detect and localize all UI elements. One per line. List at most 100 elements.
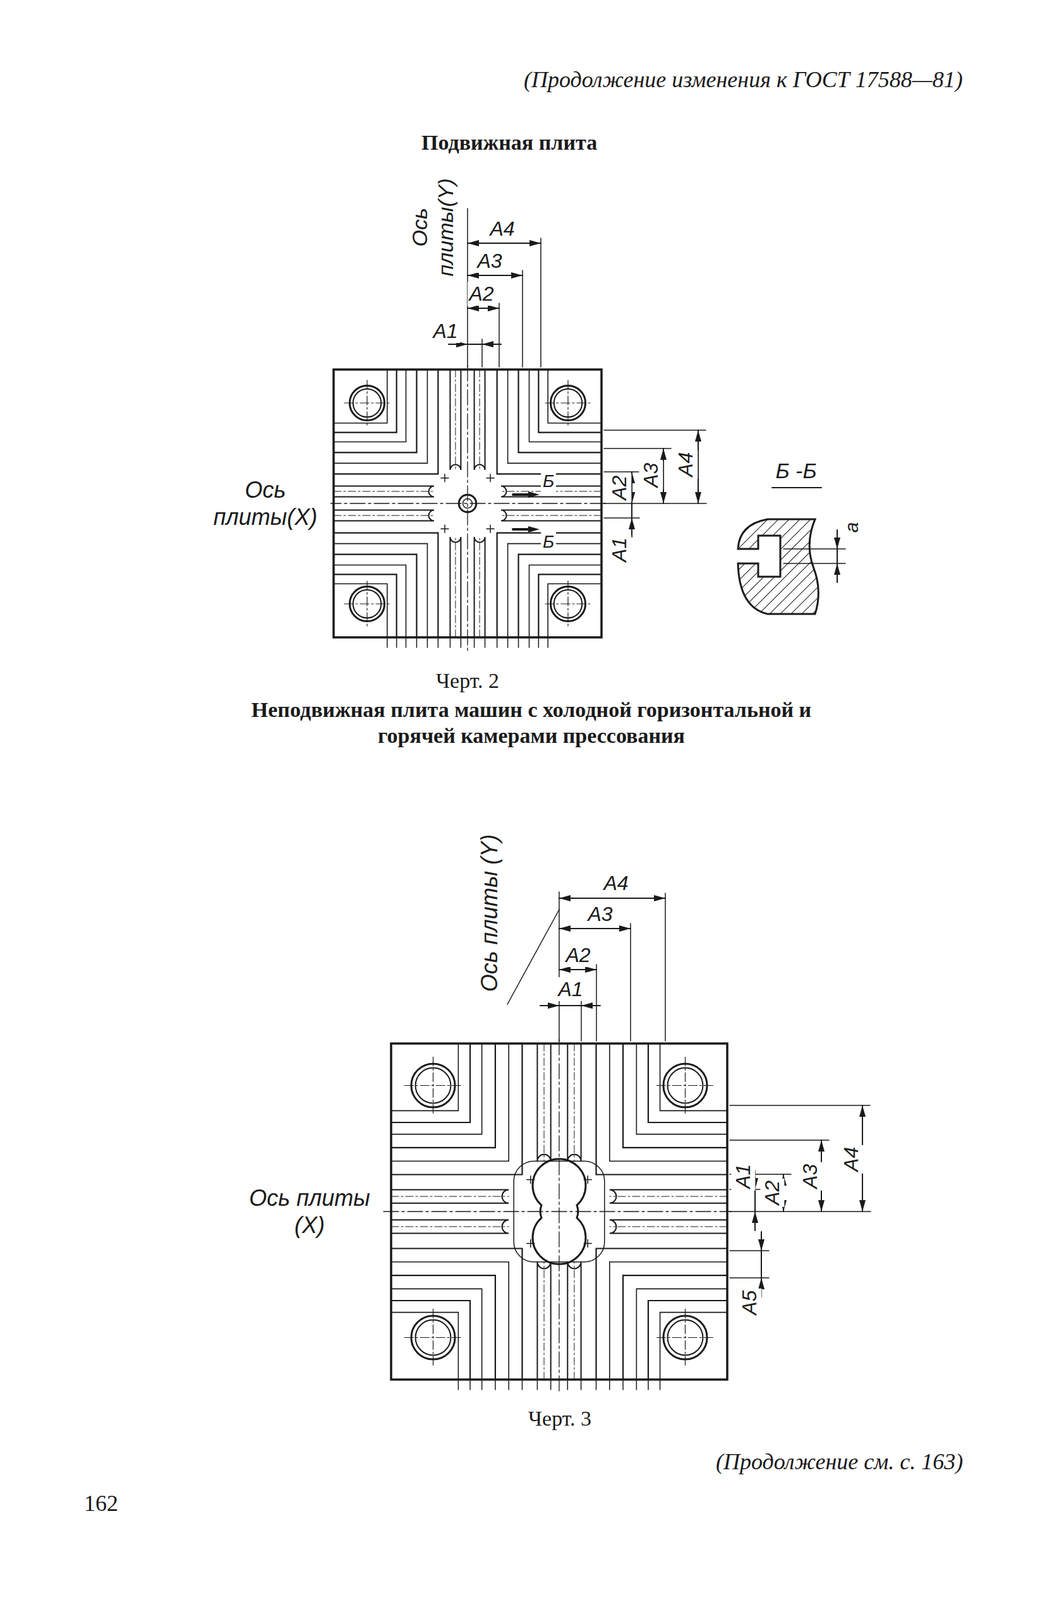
groove-tick <box>521 1379 524 1391</box>
t-slot-groove <box>333 369 417 453</box>
groove-tick <box>473 637 476 648</box>
plus-mark <box>586 1175 589 1184</box>
center-line <box>333 515 435 517</box>
figure-title: Подвижная плита <box>419 130 599 157</box>
groove-tick <box>622 1379 624 1391</box>
dimension-arrow <box>660 492 667 504</box>
injection-opening <box>532 1159 586 1265</box>
t-slot-groove <box>391 1312 459 1380</box>
t-slot-groove <box>333 554 417 638</box>
extension-line <box>729 1105 871 1107</box>
axis-label: Ось плиты(Y) <box>406 171 459 284</box>
t-slot-groove <box>518 369 602 453</box>
dimension-label: A4 <box>839 1145 864 1174</box>
extension-line <box>783 562 846 565</box>
groove-tick <box>528 637 531 648</box>
t-slot-groove <box>538 369 602 433</box>
dimension-label: A1 <box>556 977 586 1002</box>
groove-tick <box>647 1379 649 1391</box>
figure-number: Черт. 2 <box>434 668 502 695</box>
groove-tick <box>449 637 452 648</box>
dimension-arrow <box>482 341 494 348</box>
groove-tick <box>405 637 407 648</box>
t-slot-groove <box>333 369 388 424</box>
groove-tick <box>507 637 509 648</box>
dimension-arrow <box>834 537 841 550</box>
t-slot-groove <box>333 565 406 638</box>
extension-line <box>783 548 846 550</box>
t-slot-groove <box>529 565 602 638</box>
dimension-label: A5 <box>737 1288 762 1318</box>
extension-line <box>498 303 500 368</box>
t-slot-groove <box>660 1043 728 1111</box>
dimension-arrow <box>467 305 479 312</box>
dimension-arrow <box>758 1239 765 1252</box>
slot <box>609 1189 728 1204</box>
slot <box>474 369 486 471</box>
dimension-arrow <box>653 895 666 902</box>
center-line <box>366 581 368 627</box>
extension-line <box>604 502 707 505</box>
dimension-label: A4 <box>488 216 517 241</box>
groove-tick <box>537 1379 539 1391</box>
dimension-arrow <box>487 305 500 312</box>
center-line <box>609 1196 728 1198</box>
center-line <box>391 1226 509 1228</box>
groove-tick <box>484 637 486 648</box>
slot <box>449 537 461 638</box>
dimension-arrow <box>859 1105 866 1118</box>
dimension-arrow <box>695 430 702 442</box>
center-line <box>544 1262 545 1380</box>
slot <box>449 369 461 471</box>
axis-line <box>326 502 606 504</box>
t-slot-groove <box>547 583 602 638</box>
plus-mark <box>530 1240 532 1248</box>
groove-tick <box>659 1379 661 1391</box>
center-hole <box>458 494 477 513</box>
extension-line <box>729 1250 769 1252</box>
section-mark-label: Б <box>540 531 557 553</box>
dimension-arrow <box>859 1200 866 1212</box>
groove-tick <box>547 637 549 648</box>
dimension-arrow <box>528 491 540 498</box>
plus-mark <box>444 474 446 483</box>
groove-tick <box>386 637 388 648</box>
center-line <box>684 1309 686 1367</box>
center-line <box>366 380 368 426</box>
plus-mark <box>586 1240 589 1248</box>
t-slot-groove <box>648 1300 728 1380</box>
t-slot-groove <box>538 574 602 638</box>
t-slot-groove <box>391 1043 483 1135</box>
slot <box>537 1043 551 1162</box>
center-line <box>684 1057 686 1114</box>
center-line <box>391 1196 509 1198</box>
page-header: (Продолжение изменения к ГОСТ 17588—81) <box>521 66 965 94</box>
axis-label: Ось плиты (Y) <box>475 832 503 994</box>
dimension-arrow <box>528 526 540 533</box>
slot <box>501 510 602 522</box>
dimension-arrow <box>834 563 841 575</box>
extension-line <box>729 1211 871 1213</box>
t-slot-groove <box>636 1043 728 1135</box>
center-hole <box>463 499 473 509</box>
center-line <box>432 1057 434 1114</box>
extension-line <box>729 1139 829 1142</box>
slot <box>333 510 435 522</box>
dimension-label: A2 <box>467 281 496 306</box>
center-line <box>454 537 456 638</box>
t-slot-groove <box>333 369 397 433</box>
extension-line <box>604 447 672 450</box>
extension-line <box>540 238 542 368</box>
center-line <box>567 581 569 627</box>
dimension-label: A3 <box>638 461 663 490</box>
groove-tick <box>550 1379 552 1391</box>
extension-line <box>481 339 483 368</box>
center-line <box>567 380 569 426</box>
t-slot-groove <box>497 369 602 474</box>
groove-tick <box>481 1379 483 1391</box>
extension-line <box>580 1000 582 1042</box>
dimension-label: a <box>840 520 864 536</box>
groove-tick <box>580 1379 582 1391</box>
t-slot-groove <box>333 369 438 474</box>
